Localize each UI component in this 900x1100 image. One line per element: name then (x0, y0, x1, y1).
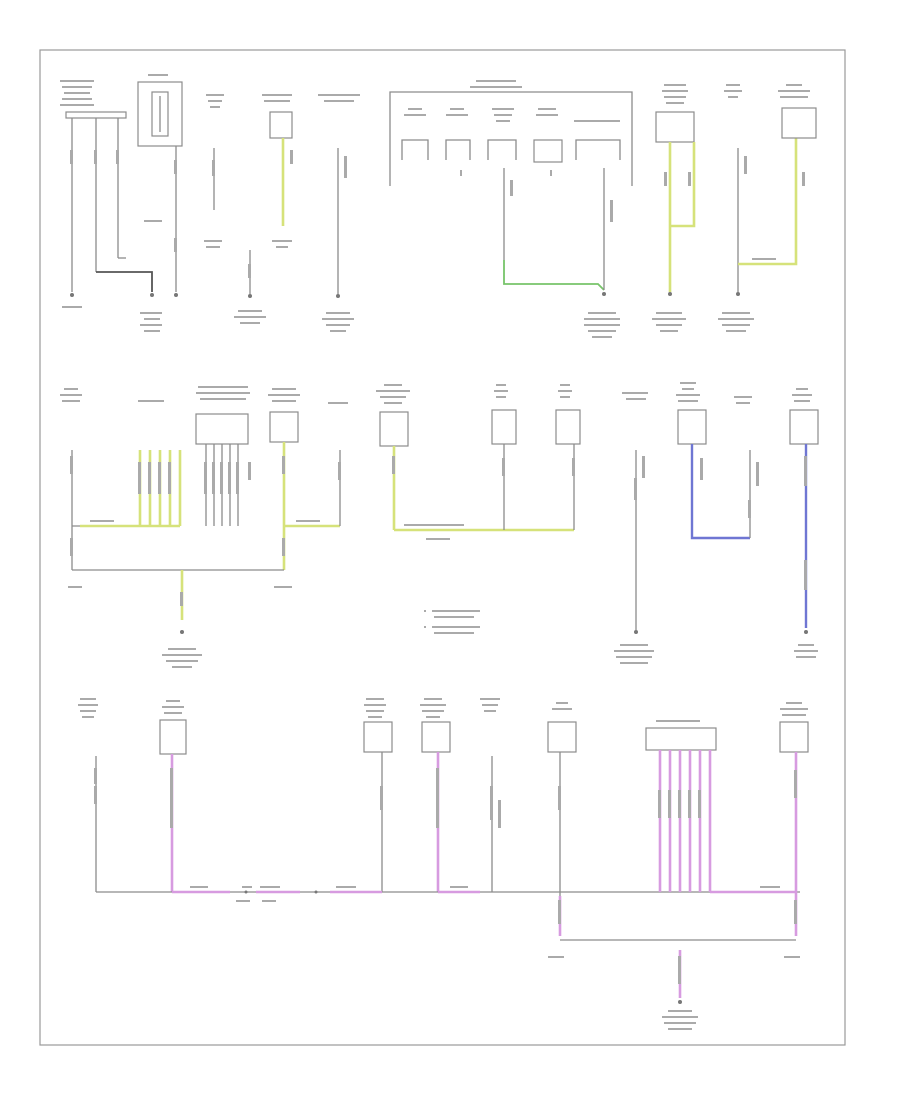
component-module-k (159, 719, 187, 755)
legend-notes (424, 610, 480, 634)
ground-point (70, 293, 74, 297)
component-module-n (547, 721, 577, 753)
control-module-subcomponents (401, 108, 621, 176)
component-module-h (555, 409, 581, 445)
row-top (60, 74, 817, 338)
component-module-c (781, 107, 817, 139)
connector-bundle-mid (204, 444, 251, 526)
component-module-o (645, 727, 717, 751)
component-module-m (421, 721, 451, 753)
component-battery-sensor (65, 111, 127, 119)
component-module-f (379, 411, 409, 447)
diagram-frame (39, 49, 846, 1046)
component-module-i (677, 409, 707, 445)
component-module-j (789, 409, 819, 445)
row-bottom (78, 698, 809, 1030)
component-module-d (195, 413, 249, 445)
component-label-battery-sensor (60, 80, 94, 106)
control-module-outline (389, 91, 633, 186)
connector-bundle-right (658, 750, 712, 892)
component-module-a (269, 111, 293, 139)
component-module-g (491, 409, 517, 445)
component-module-p (779, 721, 809, 753)
component-module-e (269, 411, 299, 443)
component-module-l (363, 721, 393, 753)
connector-bundle-left (138, 450, 182, 526)
component-module-b (655, 111, 695, 143)
row-middle (60, 382, 819, 668)
